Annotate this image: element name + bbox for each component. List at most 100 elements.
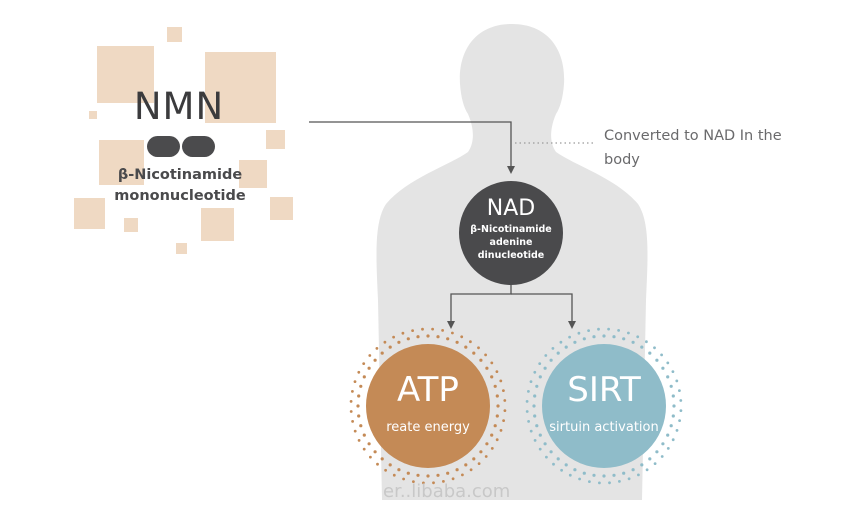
halo-dot — [578, 477, 581, 481]
halo-dot — [666, 433, 670, 437]
decor-square — [201, 208, 234, 241]
halo-dot — [356, 404, 360, 408]
nad-to-atp-line — [450, 282, 512, 323]
halo-dot — [622, 337, 626, 341]
halo-dot — [627, 477, 631, 481]
halo-dot — [631, 468, 635, 472]
halo-dot — [556, 351, 560, 355]
halo-dot — [357, 439, 361, 442]
halo-dot — [533, 439, 537, 442]
halo-dot — [538, 375, 542, 379]
halo-dot — [461, 473, 464, 477]
halo-dot — [375, 347, 379, 350]
halo-dot — [622, 471, 626, 475]
halo-dot — [653, 462, 657, 465]
halo-dot — [416, 473, 420, 477]
halo-dot — [451, 331, 454, 335]
decor-square — [89, 111, 97, 119]
nmn-decor-squares — [74, 27, 293, 254]
atp-dotted-halo — [349, 327, 507, 485]
capsule-icon — [147, 136, 215, 157]
decor-square — [99, 140, 144, 185]
halo-dot — [627, 331, 630, 335]
halo-dot — [373, 358, 377, 362]
halo-dot — [645, 340, 648, 344]
halo-dot — [612, 473, 616, 477]
halo-dot — [679, 409, 683, 412]
halo-dot — [653, 346, 656, 350]
halo-dot — [432, 481, 435, 485]
nad-title: NAD — [486, 196, 536, 221]
halo-dot — [495, 438, 499, 442]
halo-dot — [357, 370, 361, 374]
halo-dot — [552, 462, 555, 466]
halo-dot — [543, 366, 547, 370]
halo-dot — [525, 400, 529, 403]
decor-square — [167, 27, 182, 42]
atp-circle — [366, 344, 490, 468]
halo-dot — [529, 380, 533, 383]
halo-dot — [351, 390, 354, 393]
halo-dot — [573, 340, 577, 344]
halo-dot — [529, 429, 533, 433]
sirt-dotted-halo — [525, 327, 683, 485]
halo-dot — [675, 379, 679, 383]
halo-dot — [401, 331, 405, 335]
halo-dot — [533, 414, 537, 418]
halo-dot — [592, 473, 596, 477]
halo-dot — [392, 335, 395, 339]
halo-dot — [384, 468, 387, 472]
halo-dot — [496, 404, 500, 408]
halo-dot — [402, 477, 405, 481]
halo-dot — [380, 351, 384, 355]
connector-lines — [309, 121, 573, 323]
halo-dot — [383, 340, 387, 344]
halo-dot — [490, 447, 494, 450]
decor-square — [270, 197, 293, 220]
atp-subtitle: reate energy — [386, 420, 470, 435]
halo-dot — [637, 473, 640, 477]
sirt-title: SIRT — [567, 370, 641, 410]
halo-dot — [549, 450, 553, 454]
halo-dot — [499, 379, 503, 383]
decor-square — [205, 52, 276, 123]
watermark: er..libaba.com — [383, 481, 511, 502]
halo-dot — [369, 455, 372, 459]
halo-dot — [490, 433, 494, 437]
halo-dot — [588, 480, 591, 483]
halo-dot — [582, 337, 586, 341]
halo-dot — [464, 463, 468, 467]
halo-dot — [380, 457, 384, 461]
halo-dot — [631, 340, 635, 344]
arrow-to-atp — [447, 321, 455, 329]
halo-dot — [618, 480, 621, 483]
halo-dot — [502, 419, 505, 422]
halo-dot — [543, 442, 547, 446]
halo-dot — [472, 457, 476, 461]
halo-dot — [455, 340, 459, 344]
halo-dot — [397, 468, 401, 472]
halo-dot — [362, 375, 366, 379]
halo-dot — [549, 358, 553, 362]
halo-dot — [362, 447, 366, 451]
halo-dot — [527, 420, 530, 423]
halo-dot — [678, 389, 681, 392]
halo-dot — [669, 384, 673, 388]
halo-dot — [490, 361, 494, 365]
halo-dot — [411, 329, 414, 332]
halo-dot — [436, 335, 440, 339]
atp-title: ATP — [397, 370, 459, 410]
arrow-to-sirt — [568, 321, 576, 329]
halo-dot — [538, 447, 542, 451]
capsule-left-half — [147, 136, 180, 157]
halo-dot — [660, 353, 663, 357]
halo-dot — [392, 473, 396, 477]
halo-dot — [485, 366, 489, 370]
halo-dot — [446, 337, 450, 341]
halo-dot — [545, 455, 548, 459]
halo-dot — [349, 400, 353, 403]
nmn-full-name: β-Nicotinamide mononucleotide — [114, 167, 246, 204]
halo-dot — [479, 358, 483, 362]
nmn-title: NMN — [133, 85, 225, 128]
